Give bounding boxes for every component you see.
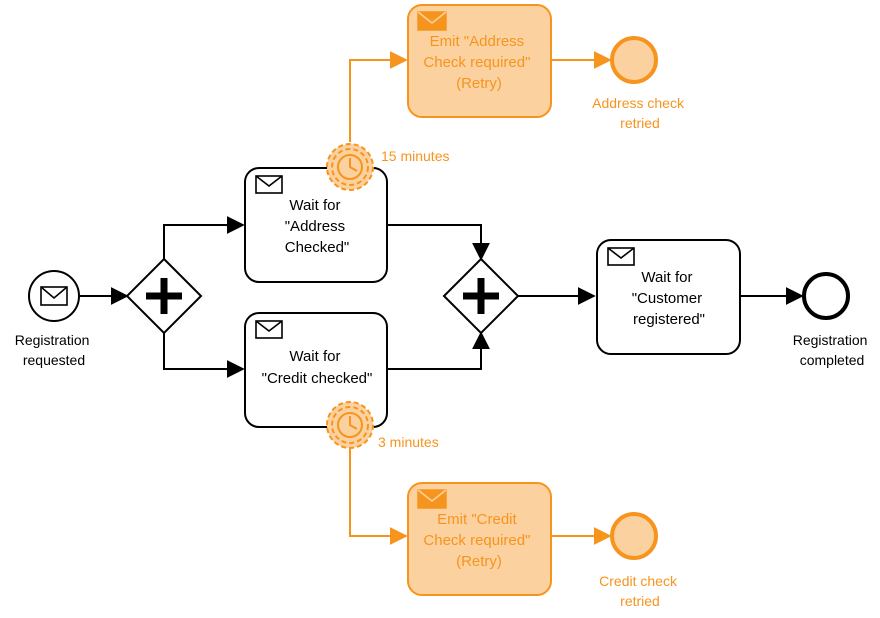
gateway-split-parallel[interactable]	[125, 257, 203, 335]
end-event-credit-check-retried[interactable]	[610, 512, 658, 560]
flow-timer-credit-to-emit[interactable]	[349, 448, 408, 545]
timer-address-label: 15 minutes	[381, 148, 449, 164]
timer-boundary-event-credit[interactable]	[326, 401, 374, 449]
task-label: Emit "Address Check required" (Retry)	[423, 33, 534, 92]
task-label: Wait for "Customer registered"	[632, 269, 707, 328]
end-address-label: Address check retried	[592, 95, 688, 131]
sequence-flows	[80, 216, 804, 378]
task-label: Wait for "Credit checked"	[262, 348, 373, 387]
envelope-filled-icon	[417, 489, 447, 509]
end-credit-label: Credit check retried	[599, 573, 681, 609]
envelope-icon	[40, 286, 68, 306]
task-label: Wait for "Address Checked"	[285, 197, 350, 256]
timer-flows	[349, 51, 612, 545]
flow-wait-address-to-join[interactable]	[388, 224, 490, 261]
flow-wait-credit-to-join[interactable]	[388, 331, 490, 370]
start-event-registration-requested[interactable]	[28, 270, 80, 322]
task-wait-credit-checked[interactable]: Wait for "Credit checked"	[244, 312, 388, 428]
gateway-join-parallel[interactable]	[442, 257, 520, 335]
clock-icon	[337, 154, 363, 180]
task-emit-credit-check-required[interactable]: Emit "Credit Check required" (Retry)	[407, 482, 552, 596]
flow-timer-address-to-emit[interactable]	[349, 51, 408, 142]
end-event-address-check-retried[interactable]	[610, 36, 658, 84]
flow-split-to-wait-credit[interactable]	[163, 332, 245, 378]
envelope-filled-icon	[417, 11, 447, 31]
end-main-label: Registration completed	[793, 332, 872, 368]
end-event-registration-completed[interactable]	[802, 272, 850, 320]
task-wait-address-checked[interactable]: Wait for "Address Checked"	[244, 167, 388, 283]
envelope-icon	[255, 175, 283, 194]
plus-icon	[146, 278, 182, 314]
flow-split-to-wait-address[interactable]	[163, 216, 245, 260]
task-wait-customer-registered[interactable]: Wait for "Customer registered"	[596, 239, 741, 355]
envelope-icon	[255, 320, 283, 339]
envelope-icon	[607, 247, 635, 266]
task-label: Emit "Credit Check required" (Retry)	[423, 511, 534, 570]
timer-boundary-event-address[interactable]	[326, 143, 374, 191]
start-event-label: Registration requested	[15, 332, 94, 368]
plus-icon	[463, 278, 499, 314]
timer-credit-label: 3 minutes	[378, 434, 439, 450]
clock-icon	[337, 412, 363, 438]
task-emit-address-check-required[interactable]: Emit "Address Check required" (Retry)	[407, 4, 552, 118]
